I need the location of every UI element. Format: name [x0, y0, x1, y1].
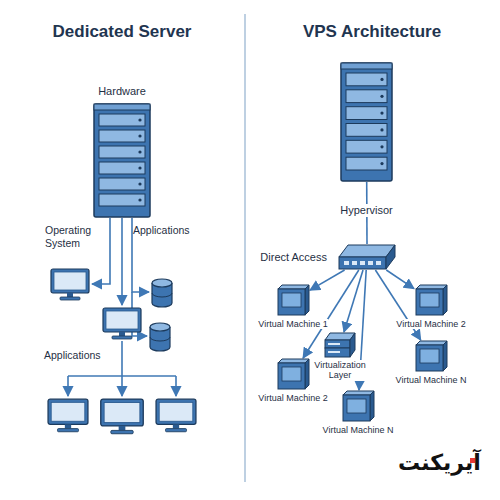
database-icon — [150, 323, 170, 351]
switch-node: Direct Access — [338, 244, 396, 270]
server-icon — [340, 62, 393, 182]
connector-arrow — [375, 270, 420, 340]
node-label: Virtualization Layer — [301, 360, 379, 381]
machine-node: Virtual Machine N — [414, 340, 448, 372]
server-node: Hypervisor — [340, 62, 393, 182]
node-label: Direct Access — [259, 251, 328, 264]
wire — [121, 341, 123, 376]
switch-icon — [338, 244, 396, 270]
node-label: Virtual Machine 2 — [395, 319, 466, 329]
server-icon — [93, 103, 151, 218]
virtual-machine-icon — [414, 284, 448, 316]
connector-arrow — [310, 270, 345, 290]
node-label: Hypervisor — [339, 204, 394, 217]
node-label: Virtual Machine N — [322, 425, 395, 435]
section-title: Dedicated Server — [53, 22, 192, 42]
monitor-icon — [51, 269, 89, 300]
machine-node: Virtual Machine 1 — [276, 284, 310, 316]
virtual-machine-icon — [276, 358, 310, 390]
monitor-icon — [156, 399, 196, 432]
connector-arrow — [386, 270, 414, 289]
divider-line — [244, 14, 246, 482]
layer-label: Applications — [44, 349, 101, 362]
section-title: VPS Architecture — [303, 22, 441, 42]
virtual-machine-icon — [341, 390, 375, 422]
node-label: Virtual Machine 2 — [257, 393, 328, 403]
monitor-icon — [48, 399, 88, 432]
machine-node: Virtual Machine 2 — [414, 284, 448, 316]
wire — [121, 376, 123, 396]
machine-node: Virtual Machine 2 — [276, 358, 310, 390]
wire — [121, 218, 123, 305]
layer-label: Applications — [133, 224, 190, 237]
machine-node: Virtualization Layer — [324, 332, 356, 358]
virtual-machine-icon — [276, 284, 310, 316]
machine-node: Virtual Machine N — [341, 390, 375, 422]
connector-arrow — [303, 270, 359, 358]
layer-label: Operating System — [45, 224, 101, 249]
virtual-machine-icon — [414, 340, 448, 372]
logo-text: آیریکنت — [398, 450, 481, 476]
wires — [68, 218, 176, 396]
node-label: Virtual Machine 1 — [257, 319, 328, 329]
wire — [92, 218, 110, 284]
server-node: Hardware — [93, 103, 151, 218]
monitor-icon — [101, 399, 143, 434]
virtualization-icon — [324, 332, 356, 358]
monitor-icon — [103, 308, 141, 339]
wire — [175, 376, 177, 396]
node-label: Virtual Machine N — [395, 375, 468, 385]
wire — [67, 376, 69, 396]
node-label: Hardware — [97, 85, 147, 98]
database-icon — [152, 279, 172, 307]
